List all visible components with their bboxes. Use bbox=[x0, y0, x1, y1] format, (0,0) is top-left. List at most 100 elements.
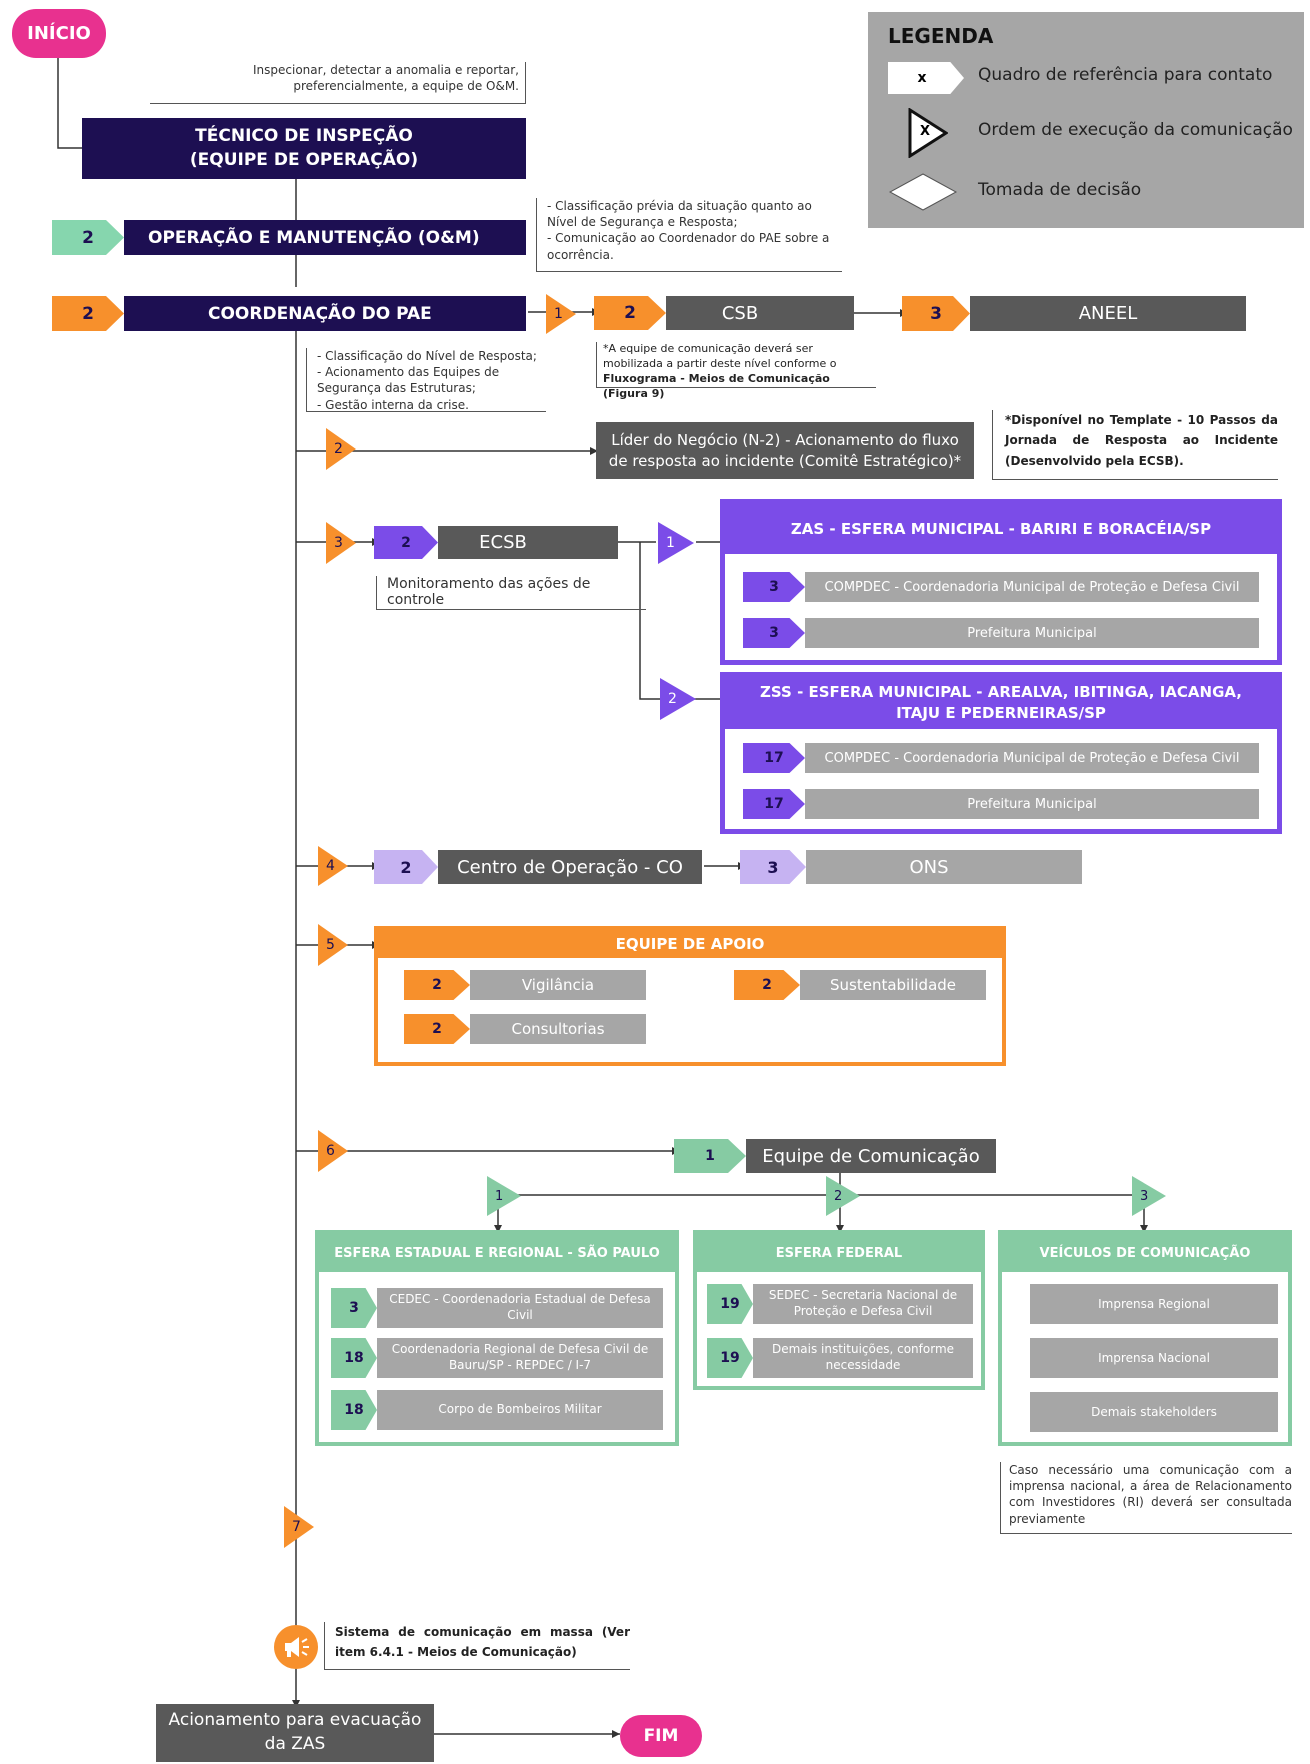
veiculos-item: Imprensa Regional bbox=[1030, 1284, 1278, 1324]
megaphone-icon bbox=[274, 1625, 318, 1669]
contact-number: 3 bbox=[743, 618, 805, 648]
contact-number: 17 bbox=[743, 789, 805, 819]
csb-note-text: *A equipe de comunicação deverá ser mobi… bbox=[603, 342, 837, 370]
om-contact-number: 2 bbox=[52, 220, 124, 255]
contact-number: 17 bbox=[743, 743, 805, 773]
order-number: 2 bbox=[334, 441, 343, 457]
evacuacao-box: Acionamento para evacuação da ZAS bbox=[156, 1704, 434, 1762]
estadual-item-label: Corpo de Bombeiros Militar bbox=[377, 1390, 663, 1430]
legend-contact-text: Quadro de referência para contato bbox=[978, 65, 1273, 85]
estadual-title: ESFERA ESTADUAL E REGIONAL - SÃO PAULO bbox=[319, 1234, 675, 1272]
mass-communication-note: Sistema de comunicação em massa (Ver ite… bbox=[324, 1622, 630, 1670]
federal-item-label: Demais instituições, conforme necessidad… bbox=[753, 1338, 973, 1378]
inspection-note: Inspecionar, detectar a anomalia e repor… bbox=[150, 62, 526, 104]
om-label: OPERAÇÃO E MANUTENÇÃO (O&M) bbox=[124, 220, 526, 255]
apoio-item: 2 Sustentabilidade bbox=[734, 970, 986, 1000]
centro-operacao-box: 2 Centro de Operação - CO bbox=[374, 850, 702, 884]
zss-item: 17 Prefeitura Municipal bbox=[743, 789, 1259, 819]
order-number: 2 bbox=[668, 691, 677, 707]
csb-label: CSB bbox=[666, 296, 854, 330]
veiculos-item: Imprensa Nacional bbox=[1030, 1338, 1278, 1378]
lider-note: *Disponível no Template - 10 Passos da J… bbox=[992, 410, 1278, 480]
apoio-title: EQUIPE DE APOIO bbox=[378, 930, 1002, 958]
apoio-item: 2 Vigilância bbox=[404, 970, 646, 1000]
estadual-item: 3 CEDEC - Coordenadoria Estadual de Defe… bbox=[331, 1288, 663, 1328]
zas-item-label: Prefeitura Municipal bbox=[805, 618, 1259, 648]
veiculos-note: Caso necessário uma comunicação com a im… bbox=[1000, 1462, 1292, 1534]
zss-title: ZSS - ESFERA MUNICIPAL - AREALVA, IBITIN… bbox=[725, 677, 1277, 729]
contact-number: 3 bbox=[331, 1288, 377, 1328]
order-number: 6 bbox=[326, 1143, 335, 1159]
ons-contact-number: 3 bbox=[740, 850, 806, 884]
csb-note: *A equipe de comunicação deverá ser mobi… bbox=[596, 342, 876, 400]
contact-number: 3 bbox=[743, 572, 805, 602]
esfera-estadual-panel: ESFERA ESTADUAL E REGIONAL - SÃO PAULO 3… bbox=[315, 1230, 679, 1446]
csb-note-figure-ref: Fluxograma - Meios de Comunicação (Figur… bbox=[603, 371, 830, 400]
federal-item: 19 Demais instituições, conforme necessi… bbox=[707, 1338, 973, 1378]
comunicacao-label: Equipe de Comunicação bbox=[746, 1139, 996, 1173]
order-number: 3 bbox=[1140, 1188, 1149, 1204]
contact-number: 2 bbox=[404, 1014, 470, 1044]
zas-panel: ZAS - ESFERA MUNICIPAL - BARIRI E BORACÉ… bbox=[720, 499, 1282, 665]
contact-number: 19 bbox=[707, 1284, 753, 1324]
ons-label: ONS bbox=[806, 850, 1082, 884]
zas-item-label: COMPDEC - Coordenadoria Municipal de Pro… bbox=[805, 572, 1259, 602]
zss-panel: ZSS - ESFERA MUNICIPAL - AREALVA, IBITIN… bbox=[720, 672, 1282, 834]
legend-order-icon: X bbox=[908, 107, 949, 159]
legend-decision-text: Tomada de decisão bbox=[978, 180, 1142, 200]
start-terminal: INÍCIO bbox=[12, 9, 106, 58]
estadual-item: 18 Coordenadoria Regional de Defesa Civi… bbox=[331, 1338, 663, 1378]
zas-item: 3 COMPDEC - Coordenadoria Municipal de P… bbox=[743, 572, 1259, 602]
aneel-box: 3 ANEEL bbox=[902, 296, 1246, 331]
veiculos-item: Demais stakeholders bbox=[1030, 1392, 1278, 1432]
federal-item-label: SEDEC - Secretaria Nacional de Proteção … bbox=[753, 1284, 973, 1324]
aneel-contact-number: 3 bbox=[902, 296, 970, 331]
co-contact-number: 2 bbox=[374, 850, 438, 884]
zas-item: 3 Prefeitura Municipal bbox=[743, 618, 1259, 648]
ecsb-contact-number: 2 bbox=[374, 526, 438, 559]
esfera-federal-panel: ESFERA FEDERAL 19 SEDEC - Secretaria Nac… bbox=[693, 1230, 985, 1390]
legend-title: LEGENDA bbox=[888, 24, 994, 48]
order-number: 3 bbox=[334, 535, 343, 551]
order-number: 2 bbox=[834, 1188, 843, 1204]
ecsb-box: 2 ECSB bbox=[374, 526, 618, 559]
estadual-item: 18 Corpo de Bombeiros Militar bbox=[331, 1390, 663, 1430]
legend-order-symbol: X bbox=[920, 124, 931, 139]
apoio-item-label: Sustentabilidade bbox=[800, 970, 986, 1000]
csb-contact-number: 2 bbox=[594, 296, 666, 330]
estadual-item-label: CEDEC - Coordenadoria Estadual de Defesa… bbox=[377, 1288, 663, 1328]
aneel-label: ANEEL bbox=[970, 296, 1246, 331]
om-box: 2 OPERAÇÃO E MANUTENÇÃO (O&M) bbox=[52, 220, 526, 255]
order-number: 1 bbox=[495, 1188, 504, 1204]
zss-item: 17 COMPDEC - Coordenadoria Municipal de … bbox=[743, 743, 1259, 773]
end-terminal: FIM bbox=[620, 1715, 702, 1757]
coordenacao-contact-number: 2 bbox=[52, 296, 124, 331]
om-note: - Classificação prévia da situação quant… bbox=[536, 198, 842, 272]
legend-order-text: Ordem de execução da comunicação bbox=[978, 120, 1293, 140]
comunicacao-contact-number: 1 bbox=[674, 1139, 746, 1173]
coordenacao-box: 2 COORDENAÇÃO DO PAE bbox=[52, 296, 526, 331]
order-number: 1 bbox=[666, 535, 675, 551]
apoio-item-label: Vigilância bbox=[470, 970, 646, 1000]
legend-panel: LEGENDA x Quadro de referência para cont… bbox=[868, 12, 1304, 228]
contact-number: 18 bbox=[331, 1390, 377, 1430]
estadual-item-label: Coordenadoria Regional de Defesa Civil d… bbox=[377, 1338, 663, 1378]
lider-negocio-box: Líder do Negócio (N-2) - Acionamento do … bbox=[596, 422, 974, 479]
equipe-apoio-panel: EQUIPE DE APOIO 2 Vigilância 2 Sustentab… bbox=[374, 926, 1006, 1066]
order-number: 1 bbox=[554, 306, 563, 322]
contact-number: 18 bbox=[331, 1338, 377, 1378]
veiculos-title: VEÍCULOS DE COMUNICAÇÃO bbox=[1002, 1234, 1288, 1272]
csb-box: 2 CSB bbox=[594, 296, 854, 330]
apoio-item-label: Consultorias bbox=[470, 1014, 646, 1044]
start-label: INÍCIO bbox=[27, 23, 91, 44]
contact-number: 2 bbox=[404, 970, 470, 1000]
coordenacao-note: - Classificação do Nível de Resposta; - … bbox=[306, 348, 546, 412]
apoio-item: 2 Consultorias bbox=[404, 1014, 646, 1044]
tecnico-inspecao-box: TÉCNICO DE INSPEÇÃO (EQUIPE DE OPERAÇÃO) bbox=[82, 118, 526, 179]
order-number: 4 bbox=[326, 858, 335, 874]
legend-contact-symbol: x bbox=[888, 62, 964, 94]
ecsb-label: ECSB bbox=[438, 526, 618, 559]
zss-item-label: Prefeitura Municipal bbox=[805, 789, 1259, 819]
zss-item-label: COMPDEC - Coordenadoria Municipal de Pro… bbox=[805, 743, 1259, 773]
federal-item: 19 SEDEC - Secretaria Nacional de Proteç… bbox=[707, 1284, 973, 1324]
